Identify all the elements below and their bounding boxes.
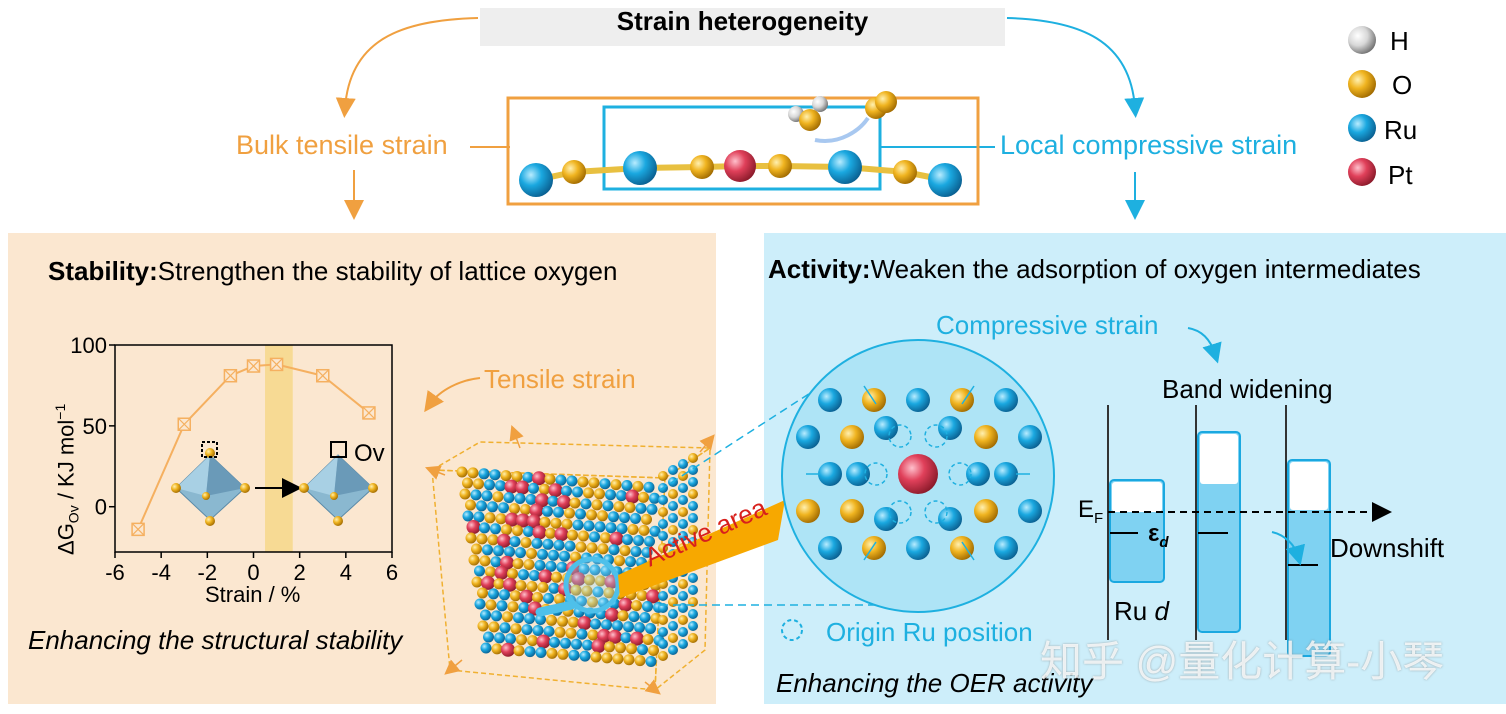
stability-footer: Enhancing the structural stability bbox=[28, 625, 403, 655]
ef-main: E bbox=[1078, 496, 1095, 523]
bulk-structure-box bbox=[506, 96, 980, 206]
data-point bbox=[362, 406, 376, 420]
x-tick-label: 2 bbox=[294, 560, 306, 585]
local-compressive-label: Local compressive strain bbox=[1000, 130, 1298, 160]
activity-heading: Activity:Weaken the adsorption of oxygen… bbox=[768, 254, 1421, 285]
strained-lattice-cube bbox=[424, 424, 785, 695]
activity-heading-text: Weaken the adsorption of oxygen intermed… bbox=[870, 254, 1421, 284]
band-diagram bbox=[1107, 405, 1392, 657]
legend-h-ball bbox=[1348, 26, 1376, 54]
arrow-to-local bbox=[1006, 17, 1145, 118]
title-bar bbox=[480, 8, 1005, 46]
data-point bbox=[269, 357, 284, 372]
ef-label: EF bbox=[1078, 496, 1103, 527]
origin-ru-label: Origin Ru position bbox=[826, 617, 1033, 647]
ru-lattice-circle bbox=[781, 339, 1055, 613]
ru-d-ital: d bbox=[1154, 596, 1169, 626]
watermark: 知乎 @量化计算-小琴 bbox=[1040, 638, 1445, 685]
y-tick-label: 50 bbox=[83, 414, 107, 439]
data-point bbox=[223, 368, 238, 383]
activity-heading-bold: Activity: bbox=[768, 254, 871, 284]
ef-sub: F bbox=[1094, 509, 1104, 527]
chart-xlabel: Strain / % bbox=[205, 582, 301, 607]
legend-pt-label: Pt bbox=[1388, 160, 1413, 190]
stability-heading-text: Strengthen the stability of lattice oxyg… bbox=[157, 256, 618, 286]
legend-ru-label: Ru bbox=[1384, 115, 1418, 145]
data-point bbox=[131, 522, 145, 537]
legend-o-ball bbox=[1348, 70, 1376, 98]
arrow-to-bulk bbox=[335, 17, 479, 118]
x-tick-label: -6 bbox=[105, 560, 125, 585]
ru-d-label: Ru d bbox=[1114, 596, 1169, 627]
x-tick-label: -2 bbox=[198, 560, 218, 585]
ed-label: εd bbox=[1148, 520, 1169, 551]
downshift-label: Downshift bbox=[1330, 533, 1445, 563]
ed-main: ε bbox=[1148, 520, 1160, 547]
legend-h-label: H bbox=[1390, 26, 1409, 56]
highlight-band bbox=[265, 345, 293, 552]
ov-label: Ov bbox=[354, 440, 385, 467]
data-point bbox=[177, 417, 191, 431]
local-structure-box bbox=[602, 105, 882, 191]
legend-pt-ball bbox=[1348, 158, 1376, 186]
x-tick-label: 0 bbox=[247, 560, 259, 585]
data-point bbox=[316, 368, 330, 383]
band-widening-label: Band widening bbox=[1162, 374, 1333, 404]
bulk-tensile-label: Bulk tensile strain bbox=[236, 130, 448, 160]
x-tick-label: 4 bbox=[340, 560, 352, 585]
y-tick-label: 100 bbox=[70, 333, 107, 358]
activity-footer: Enhancing the OER activity bbox=[776, 668, 1093, 698]
y-tick-label: 0 bbox=[95, 495, 107, 520]
tensile-strain-label: Tensile strain bbox=[484, 364, 636, 394]
legend-o-label: O bbox=[1392, 70, 1413, 100]
octahedron-before bbox=[171, 441, 250, 526]
data-point bbox=[246, 359, 261, 373]
stability-heading-bold: Stability: bbox=[48, 256, 158, 286]
stability-heading: Stability:Strengthen the stability of la… bbox=[48, 256, 617, 287]
ed-sub: d bbox=[1159, 533, 1169, 551]
octahedron-after bbox=[299, 441, 378, 526]
ru-d-main: Ru bbox=[1114, 596, 1155, 626]
legend-ru-ball bbox=[1348, 114, 1376, 142]
compressive-strain-label: Compressive strain bbox=[936, 310, 1159, 340]
page-title: Strain heterogeneity bbox=[616, 6, 869, 36]
origin-ru-marker bbox=[781, 619, 803, 641]
x-tick-label: -4 bbox=[151, 560, 171, 585]
x-tick-label: 6 bbox=[386, 560, 398, 585]
